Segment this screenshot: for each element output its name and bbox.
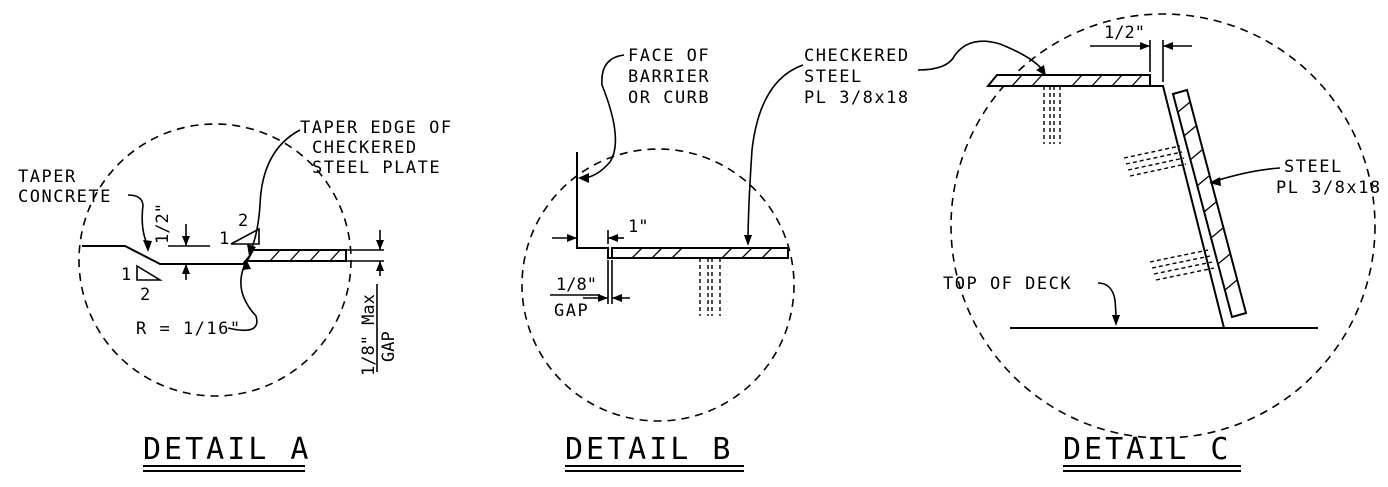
checkered-plate-a	[245, 249, 347, 262]
slope-top-run: 2	[238, 211, 248, 231]
gap-dimension-b	[550, 260, 630, 304]
leader-arrowhead	[143, 240, 152, 252]
taper-concrete-leader	[127, 194, 149, 247]
leader-arrowhead	[247, 244, 256, 256]
steel-plate-leader	[1211, 167, 1281, 183]
radius-label: R = 1/16"	[136, 319, 242, 339]
taper-concrete-label-line2: CONCRETE	[18, 187, 112, 207]
shear-studs-b	[699, 258, 721, 316]
top-plate-label-line1: CHECKERED	[804, 46, 910, 66]
taper-edge-label-line3: STEEL PLATE	[312, 158, 441, 178]
one-inch-label: 1"	[628, 217, 648, 237]
detail-a-circle	[78, 123, 352, 397]
leader-arrowhead	[578, 173, 589, 183]
checkered-plate-top	[985, 74, 1151, 87]
barrier-slope-face	[988, 85, 1225, 329]
slope-bottom-run: 2	[140, 285, 150, 305]
checkered-steel-leader	[747, 64, 804, 245]
detail-c: CHECKERED STEEL PL 3/8x18 1/2" STEEL PL …	[804, 13, 1382, 472]
checkered-plate-b	[611, 247, 789, 259]
shear-studs-top	[1043, 86, 1061, 144]
detail-c-title: DETAIL C	[1063, 432, 1232, 467]
side-plate-label-line1: STEEL	[1284, 157, 1343, 177]
detail-a: TAPER CONCRETE TAPER EDGE OF CHECKERED S…	[18, 118, 453, 472]
slope-triangle-top	[230, 227, 260, 245]
top-plate-leader	[917, 40, 1045, 73]
face-label-line3: OR CURB	[628, 88, 710, 108]
top-plate-label-line3: PL 3/8x18	[804, 88, 910, 108]
face-label-line2: BARRIER	[628, 67, 710, 87]
leader-arrowhead	[1209, 177, 1221, 186]
detail-a-title: DETAIL A	[143, 432, 312, 467]
detail-b-title: DETAIL B	[565, 432, 734, 467]
top-plate-label-line2: STEEL	[804, 67, 863, 87]
taper-edge-leader	[249, 129, 301, 253]
slope-top-rise: 1	[219, 229, 229, 249]
leader-arrowhead	[1036, 65, 1046, 76]
gap-label-b-line1: 1/8"	[556, 275, 597, 295]
steel-plate-side	[1171, 88, 1248, 319]
slope-bottom-rise: 1	[121, 265, 131, 285]
barrier-face-profile	[576, 152, 612, 259]
slope-triangle-bottom	[136, 264, 163, 281]
half-inch-label-c: 1/2"	[1104, 23, 1145, 43]
detail-b-circle	[521, 148, 795, 422]
face-label-line1: FACE OF	[628, 46, 710, 66]
taper-edge-label-line1: TAPER EDGE OF	[300, 118, 453, 138]
detail-b: FACE OF BARRIER OR CURB 1" 1/8" GAP DETA…	[521, 46, 804, 472]
gap-dimension-a	[346, 230, 384, 372]
gap-label-b-line2: GAP	[554, 301, 589, 321]
one-inch-dimension	[552, 230, 624, 244]
shear-studs-side	[1123, 145, 1215, 281]
half-inch-dimension-a	[168, 224, 210, 280]
leader-arrowhead	[242, 259, 251, 270]
leader-arrowhead	[1112, 315, 1120, 326]
side-plate-label-line2: PL 3/8x18	[1276, 178, 1382, 198]
gap-label-a-line1: 1/8" Max	[359, 294, 379, 376]
taper-concrete-label-line1: TAPER	[18, 167, 77, 187]
leader-arrowhead	[744, 235, 752, 246]
half-inch-dimension-c	[1090, 40, 1192, 82]
half-inch-label-a: 1/2"	[153, 203, 173, 244]
deck-label: TOP OF DECK	[943, 274, 1072, 294]
radius-leader	[227, 261, 258, 332]
detail-c-circle	[950, 13, 1376, 439]
face-barrier-leader	[581, 54, 625, 179]
deck-leader	[1097, 282, 1117, 321]
gap-label-a-line2: GAP	[379, 331, 399, 362]
taper-edge-label-line2: CHECKERED	[312, 138, 418, 158]
